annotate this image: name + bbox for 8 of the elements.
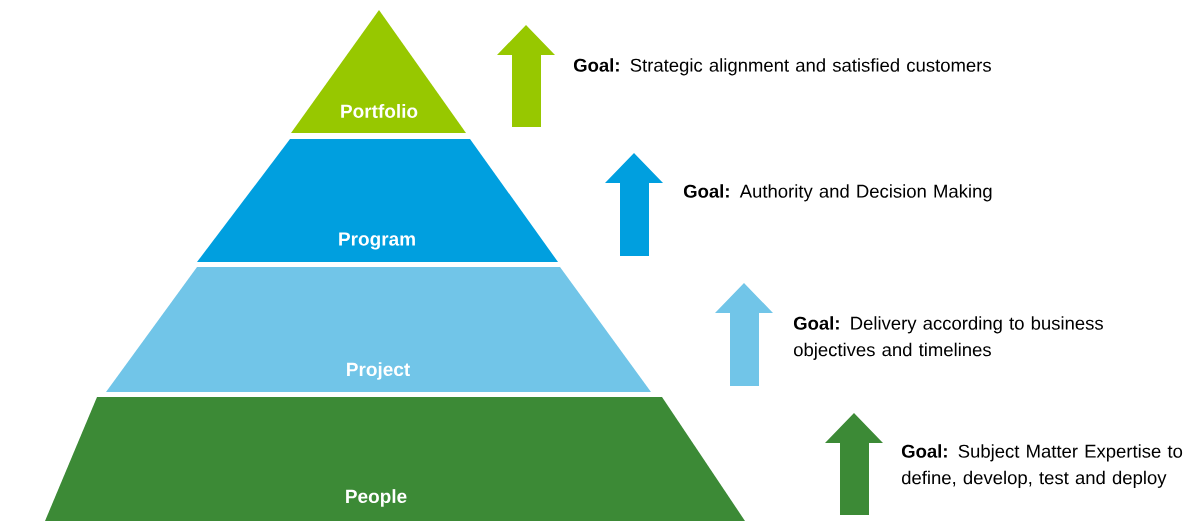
pyramid-tier: Portfolio bbox=[291, 10, 466, 133]
pyramid-tier: Project bbox=[106, 267, 651, 392]
pyramid-tier: Program bbox=[197, 139, 558, 262]
goal-text: Goal: Authority and Decision Making bbox=[683, 184, 992, 202]
goal-text: Goal: Strategic alignment and satisfied customers bbox=[573, 58, 991, 76]
goal-text: Goal: Delivery according to business objectives and timelines bbox=[793, 316, 1103, 360]
pyramid-tier: People bbox=[45, 397, 745, 521]
goal-text: Goal: Subject Matter Expertise to define, develop, test and deploy bbox=[901, 444, 1183, 488]
